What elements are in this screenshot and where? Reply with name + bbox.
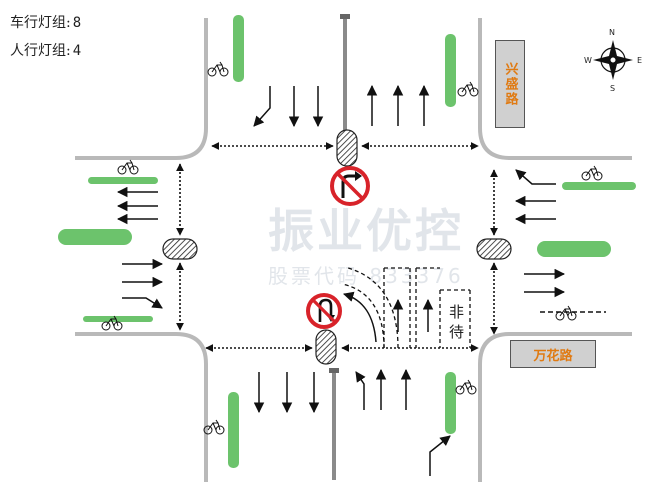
vehicle-signal-count: 8 <box>72 15 82 31</box>
green-strip-west-bottom <box>83 316 153 322</box>
waiting-area-label: 非待 <box>449 303 465 341</box>
compass-west-label: W <box>584 56 592 65</box>
waiting-area-arrows <box>342 291 434 343</box>
pedestrian-signal-label: 人行灯组: <box>10 43 71 59</box>
no-u-turn-sign-south <box>306 293 342 329</box>
refuge-north <box>336 129 358 167</box>
lane-arrows-south-approach <box>253 368 451 476</box>
waiting-area-lanes <box>341 267 471 349</box>
pedestrian-crossings <box>176 142 498 352</box>
green-strip-east-mid <box>537 241 611 257</box>
watermark-stock-code: 股票代码 833376 <box>268 264 464 288</box>
green-strips <box>58 15 636 468</box>
vehicle-signal-label: 车行灯组: <box>10 15 71 31</box>
compass-icon <box>593 40 633 80</box>
south-left-turn-arrow <box>355 371 366 410</box>
no-turn-sign-north <box>330 166 370 206</box>
south-right-turn-arrow <box>429 435 451 476</box>
bicycle-icon <box>203 419 225 435</box>
compass-north-label: N <box>609 28 615 37</box>
lane-arrows-east-approach <box>514 169 566 298</box>
signal-pole-north <box>343 16 347 134</box>
pedestrian-refuges <box>162 129 512 365</box>
watermark-brand: 振业优控 <box>268 204 464 258</box>
refuge-south <box>315 329 337 365</box>
green-strip-west-top <box>88 177 158 184</box>
compass-east-label: E <box>637 56 643 65</box>
signal-pole-south <box>332 370 336 480</box>
lane-arrows-north-approach <box>253 84 430 128</box>
east-left-turn-arrow <box>515 169 556 185</box>
bicycle-icon <box>457 81 479 97</box>
street-label-north-south: 兴盛路 <box>495 40 525 128</box>
street-label-east-west: 万花路 <box>510 340 596 368</box>
green-strip-ne <box>445 34 456 107</box>
refuge-east <box>476 238 512 260</box>
bicycle-icon <box>581 165 603 181</box>
green-strip-west-mid <box>58 229 132 245</box>
refuge-west <box>162 238 198 260</box>
bicycle-icon <box>207 61 229 77</box>
street-name-xingsheng: 兴盛路 <box>502 61 518 107</box>
pedestrian-signal-groups: 人行灯组:4 <box>10 40 81 60</box>
green-strip-nw <box>233 15 244 82</box>
bicycle-icon <box>555 305 577 321</box>
pedestrian-signal-count: 4 <box>72 43 82 59</box>
bicycle-icon <box>455 379 477 395</box>
green-strip-se <box>445 372 456 434</box>
vehicle-signal-groups: 车行灯组:8 <box>10 12 81 32</box>
street-name-wanhua: 万花路 <box>533 348 573 364</box>
signal-poles <box>329 14 350 480</box>
bicycle-icon <box>101 315 123 331</box>
green-strip-sw <box>228 392 239 468</box>
lane-arrows-west-approach <box>116 186 164 309</box>
green-strip-east-top <box>562 182 636 190</box>
compass-south-label: S <box>610 84 616 93</box>
bicycle-icon <box>117 159 139 175</box>
north-left-turn-arrow <box>253 86 271 127</box>
west-right-turn-arrow <box>122 297 163 309</box>
road-edges <box>75 18 632 482</box>
bicycle-icons <box>101 61 603 435</box>
